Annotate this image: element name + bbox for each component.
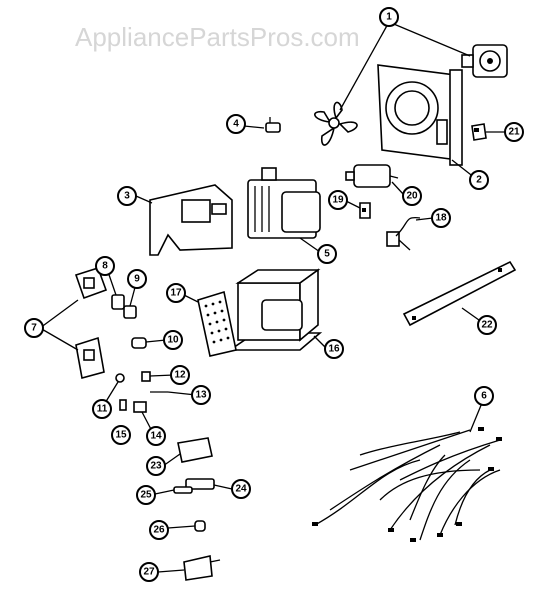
callout-13-label: 13 bbox=[195, 390, 207, 401]
waveguide-part bbox=[149, 184, 233, 256]
capacitor-part bbox=[345, 164, 399, 188]
callout-24-label: 24 bbox=[235, 484, 247, 495]
callout-3-label: 3 bbox=[124, 191, 130, 202]
callout-2-label: 2 bbox=[476, 175, 482, 186]
callout-23: 23 bbox=[146, 456, 166, 476]
callout-26: 26 bbox=[149, 520, 169, 540]
callout-27: 27 bbox=[139, 562, 159, 582]
callout-20-label: 20 bbox=[406, 191, 418, 202]
callout-12: 12 bbox=[170, 365, 190, 385]
callout-5-label: 5 bbox=[324, 249, 330, 260]
callout-4: 4 bbox=[226, 114, 246, 134]
callout-18: 18 bbox=[431, 208, 451, 228]
callout-8: 8 bbox=[95, 256, 115, 276]
callout-9: 9 bbox=[127, 269, 147, 289]
callout-17: 17 bbox=[166, 283, 186, 303]
callout-7-label: 7 bbox=[31, 323, 37, 334]
bracket-part bbox=[359, 202, 371, 219]
callout-21-label: 21 bbox=[508, 127, 520, 138]
callout-12-label: 12 bbox=[174, 370, 186, 381]
fan-blade-part bbox=[314, 101, 358, 146]
callout-15-label: 15 bbox=[115, 430, 127, 441]
callout-19: 19 bbox=[328, 190, 348, 210]
callout-16-label: 16 bbox=[328, 344, 340, 355]
relay-part bbox=[177, 437, 213, 463]
callout-8-label: 8 bbox=[102, 261, 108, 272]
callout-9-label: 9 bbox=[134, 274, 140, 285]
callout-24: 24 bbox=[231, 479, 251, 499]
callout-1: 1 bbox=[379, 7, 399, 27]
callout-1-label: 1 bbox=[386, 12, 392, 23]
wire-clip-part bbox=[194, 520, 206, 532]
callout-23-label: 23 bbox=[150, 461, 162, 472]
callout-6-label: 6 bbox=[481, 391, 487, 402]
terminal-part bbox=[173, 478, 215, 494]
callout-11: 11 bbox=[92, 399, 112, 419]
callout-14: 14 bbox=[146, 426, 166, 446]
callout-7: 7 bbox=[24, 318, 44, 338]
monitor-switch-part bbox=[123, 305, 137, 319]
magnetron-part bbox=[247, 167, 321, 239]
callout-10: 10 bbox=[163, 330, 183, 350]
diode-part bbox=[386, 216, 421, 251]
callout-3: 3 bbox=[117, 186, 137, 206]
callout-25-label: 25 bbox=[140, 490, 152, 501]
thermal-protector-part bbox=[265, 117, 281, 133]
callout-26-label: 26 bbox=[153, 525, 165, 536]
fan-motor-part bbox=[461, 44, 508, 78]
interlock-switch-part bbox=[111, 294, 125, 310]
callout-16: 16 bbox=[324, 339, 344, 359]
watermark: AppliancePartsPros.com bbox=[75, 22, 360, 52]
callout-13: 13 bbox=[191, 385, 211, 405]
rail-part bbox=[402, 260, 517, 327]
callout-15: 15 bbox=[111, 425, 131, 445]
callout-11-label: 11 bbox=[97, 404, 108, 415]
callout-22-label: 22 bbox=[481, 320, 493, 331]
callout-4-label: 4 bbox=[233, 119, 239, 130]
fuse-part bbox=[131, 337, 147, 349]
fan-shroud-part bbox=[377, 64, 463, 166]
switch-holder-part bbox=[74, 267, 108, 380]
callout-2: 2 bbox=[469, 170, 489, 190]
callout-10-label: 10 bbox=[167, 335, 179, 346]
callout-6: 6 bbox=[474, 386, 494, 406]
callout-19-label: 19 bbox=[332, 195, 344, 206]
callout-14-label: 14 bbox=[150, 431, 162, 442]
callout-25: 25 bbox=[136, 485, 156, 505]
callout-20: 20 bbox=[402, 186, 422, 206]
perforated-cover-part bbox=[197, 290, 237, 357]
small-hardware-parts bbox=[115, 371, 168, 413]
callout-18-label: 18 bbox=[435, 213, 447, 224]
wire-harness-part bbox=[312, 427, 502, 542]
callout-21: 21 bbox=[504, 122, 524, 142]
callout-27-label: 27 bbox=[143, 567, 155, 578]
transformer-part bbox=[227, 268, 323, 351]
noise-filter-part bbox=[183, 555, 221, 581]
callout-17-label: 17 bbox=[170, 288, 182, 299]
leader-lines bbox=[39, 21, 508, 573]
callout-22: 22 bbox=[477, 315, 497, 335]
clip-part bbox=[471, 123, 487, 141]
callout-5: 5 bbox=[317, 244, 337, 264]
